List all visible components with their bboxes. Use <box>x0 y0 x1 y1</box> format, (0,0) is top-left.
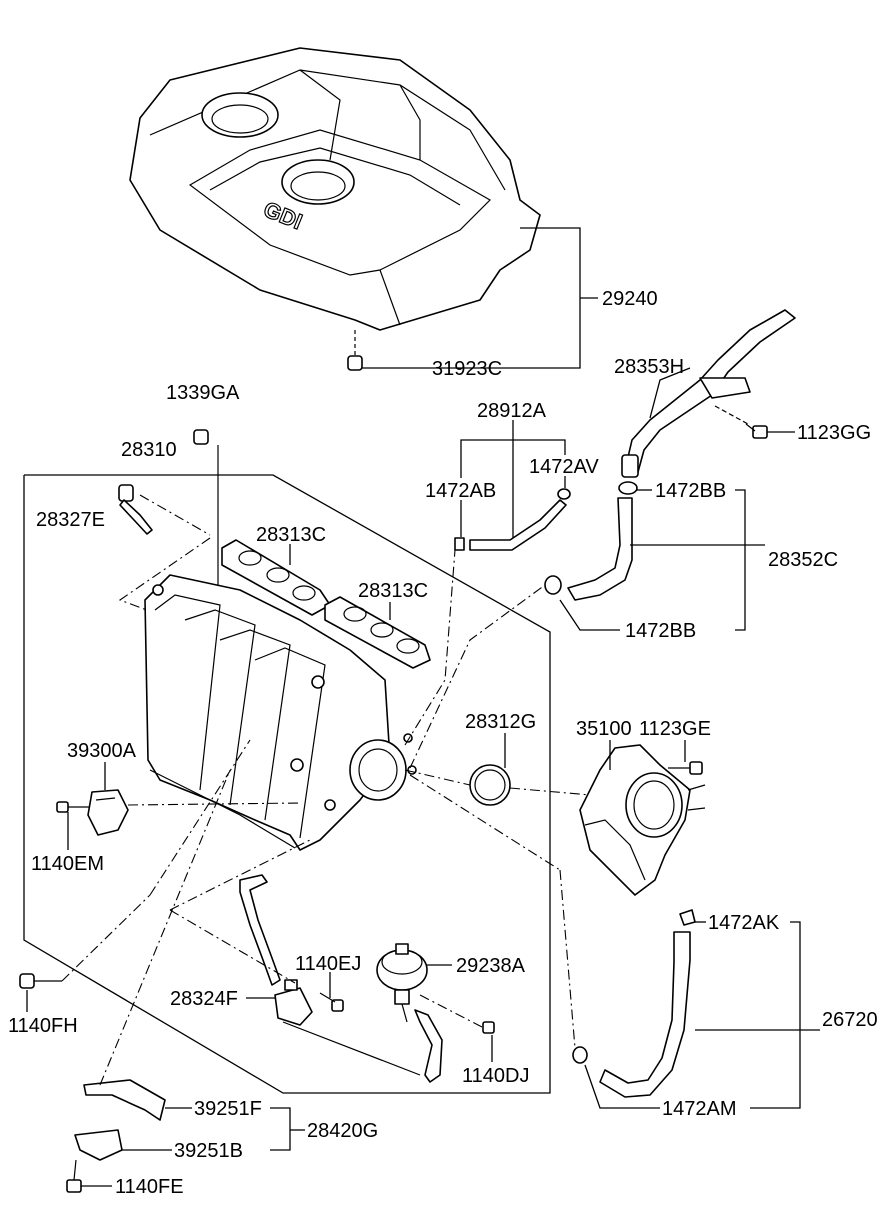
label-1140fh: 1140FH <box>8 1015 78 1037</box>
bolt-1140dj <box>482 1021 495 1034</box>
label-39251f: 39251F <box>194 1098 262 1120</box>
label-1472ab: 1472AB <box>425 480 496 502</box>
bolt-1140fh <box>19 973 62 989</box>
sensor-39300a <box>87 789 129 836</box>
throttle-body <box>579 744 706 896</box>
label-28312g: 28312G <box>465 711 536 733</box>
solenoid-28324f <box>274 979 313 1026</box>
hose-28352c <box>567 497 633 601</box>
label-28912a: 28912A <box>477 400 547 422</box>
bracket-39251b <box>74 1129 123 1161</box>
hose-28912a <box>469 499 567 551</box>
bolt-1123gg <box>714 405 768 439</box>
part-labels: 29240 31923C 28353H 1123GG 1339GA 28912A… <box>8 288 878 1198</box>
nut-1339ga <box>193 429 209 445</box>
hose-26720 <box>599 931 691 1098</box>
assembly-box-28310 <box>23 474 551 1094</box>
vacuum-hose <box>239 874 281 986</box>
label-1472av: 1472AV <box>529 456 599 478</box>
label-35100: 35100 <box>576 718 632 740</box>
label-29240: 29240 <box>602 288 658 310</box>
label-28313c-b: 28313C <box>358 580 428 602</box>
label-1339ga: 1339GA <box>166 382 240 404</box>
breather-pipe <box>621 309 796 478</box>
bracket-39251f <box>83 1079 166 1121</box>
label-29238a: 29238A <box>456 955 526 977</box>
intake-manifold <box>144 574 417 851</box>
label-28353h: 28353H <box>614 356 684 378</box>
clamp-1472am <box>572 1046 588 1064</box>
label-1472ak: 1472AK <box>708 912 780 934</box>
label-1123gg: 1123GG <box>797 422 871 444</box>
label-1140em: 1140EM <box>31 853 104 875</box>
label-26720: 26720 <box>822 1009 878 1031</box>
label-28313c-a: 28313C <box>256 524 326 546</box>
bolt-1140fe <box>66 1159 82 1193</box>
label-28327e: 28327E <box>36 509 105 531</box>
gasket-28312g <box>469 764 511 806</box>
label-28324f: 28324F <box>170 988 238 1010</box>
engine-cover: GDI <box>129 47 541 331</box>
label-31923c: 31923C <box>432 358 502 380</box>
canister-hose <box>414 1009 443 1083</box>
label-1472bb-bot: 1472BB <box>625 620 696 642</box>
canister-29238a <box>376 943 428 1023</box>
clamp-1472bb-top <box>618 481 638 495</box>
label-1472bb-top: 1472BB <box>655 480 726 502</box>
sensor-28327e <box>118 484 153 535</box>
nut-31923c <box>347 355 363 371</box>
label-28310: 28310 <box>121 439 177 461</box>
label-1140dj: 1140DJ <box>462 1065 529 1087</box>
label-1472am: 1472AM <box>662 1098 737 1120</box>
label-28352c: 28352C <box>768 549 838 571</box>
clamp-1472ak <box>679 909 696 926</box>
bolt-1140em <box>56 801 90 813</box>
clamp-1472bb-bot <box>544 575 562 595</box>
label-39300a: 39300A <box>67 740 137 762</box>
bolt-1140ej <box>319 992 344 1012</box>
clamp-1472av <box>557 488 571 500</box>
label-28420g: 28420G <box>307 1120 378 1142</box>
label-1140fe: 1140FE <box>115 1176 184 1198</box>
gasket-28313c-b <box>324 596 431 669</box>
label-1123ge: 1123GE <box>639 718 711 740</box>
clamp-1472ab <box>454 537 465 551</box>
label-1140ej: 1140EJ <box>295 953 361 975</box>
bolt-1123ge <box>668 761 703 775</box>
label-39251b: 39251B <box>174 1140 243 1162</box>
